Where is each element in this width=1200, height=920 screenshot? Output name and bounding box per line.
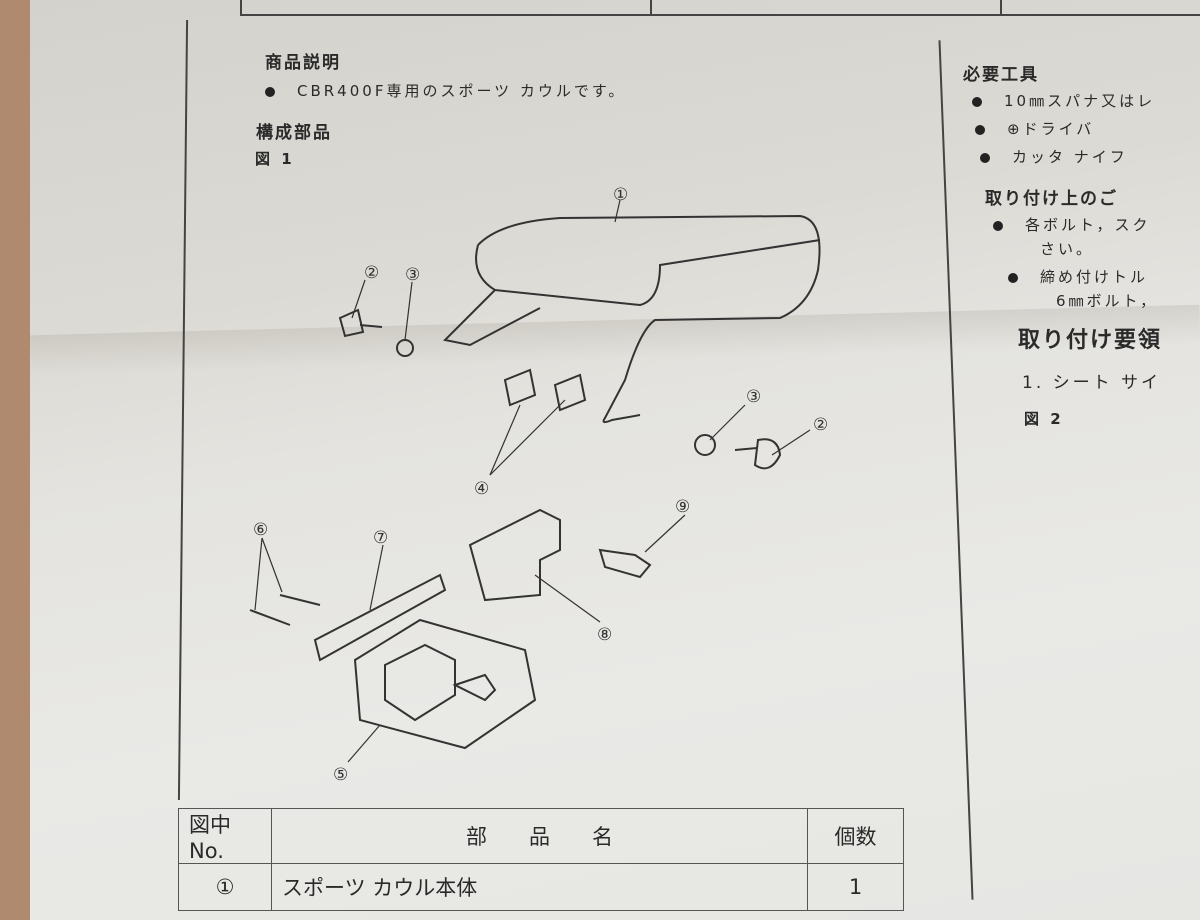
instruction-sheet xyxy=(30,0,1200,920)
table-row: ① スポーツ カウル本体 1 xyxy=(178,863,904,911)
cell-name: スポーツ カウル本体 xyxy=(271,863,808,911)
bullet-text: CBR400F専用のスポーツ カウルです。 xyxy=(297,82,627,100)
washer-3-right xyxy=(694,434,716,456)
cowl-body xyxy=(442,214,821,424)
washer-3-left xyxy=(396,339,414,357)
description-bullet: CBR400F専用のスポーツ カウルです。 xyxy=(265,80,626,101)
callout-1: ① xyxy=(613,185,628,205)
bracket-8 xyxy=(468,508,561,602)
note-text: さい。 xyxy=(1040,240,1095,258)
callout-labels: ① ② ② ③ ③ ④ ⑤ ⑥ ⑦ ⑧ ⑨ xyxy=(253,185,828,785)
tool-item: 10㎜スパナ又はレ xyxy=(972,90,1155,111)
callout-5: ⑤ xyxy=(333,765,348,785)
description-heading: 商品説明 xyxy=(265,53,341,73)
procedure-step: 1. シート サイ xyxy=(1022,373,1162,393)
note-item: 締め付けトル xyxy=(1008,266,1148,287)
figure1-label: 図 1 xyxy=(255,150,295,168)
bullet-icon xyxy=(265,86,275,97)
callout-6: ⑥ xyxy=(253,520,268,540)
parts-table: 図中No. 部 品 名 個数 ① スポーツ カウル本体 1 xyxy=(178,808,904,911)
callout-3: ③ xyxy=(405,265,420,285)
header-divider xyxy=(240,0,242,14)
table-header-row: 図中No. 部 品 名 個数 xyxy=(178,808,904,864)
plate-7 xyxy=(313,573,447,662)
header-no: 図中No. xyxy=(178,808,272,864)
header-rule xyxy=(240,14,1200,16)
header-qty: 個数 xyxy=(807,808,904,864)
note-text: 6㎜ボルト， xyxy=(1056,292,1159,310)
bolt-2-right xyxy=(734,438,782,470)
cell-qty: 1 xyxy=(807,863,904,911)
callout-8: ⑧ xyxy=(597,625,612,645)
callout-2: ② xyxy=(364,263,379,283)
bolt-2-left xyxy=(338,308,383,338)
note-item: 各ボルト，スク xyxy=(993,214,1151,235)
bolt-9 xyxy=(598,548,652,579)
tools-heading: 必要工具 xyxy=(963,65,1039,85)
exploded-parts-diagram: ① ② ② ③ ③ ④ ⑤ ⑥ ⑦ ⑧ ⑨ xyxy=(249,185,828,785)
lock-5-outline xyxy=(353,618,537,750)
lock-5 xyxy=(384,643,497,722)
callout-2: ② xyxy=(813,415,828,435)
procedure-heading: 取り付け要領 xyxy=(1018,328,1163,353)
cell-no: ① xyxy=(178,863,272,911)
parts-heading: 構成部品 xyxy=(256,123,332,143)
bracket-4 xyxy=(503,368,587,412)
header-divider xyxy=(1000,0,1002,14)
header-divider xyxy=(650,0,652,14)
notes-heading: 取り付け上のご xyxy=(985,189,1118,209)
callout-9: ⑨ xyxy=(675,497,690,517)
callout-4: ④ xyxy=(474,479,489,499)
figure2-label: 図 2 xyxy=(1024,410,1064,428)
tool-item: カッタ ナイフ xyxy=(980,146,1128,167)
callout-7: ⑦ xyxy=(373,528,388,548)
header-name: 部 品 名 xyxy=(271,808,808,864)
callout-3: ③ xyxy=(746,387,761,407)
bolt-6 xyxy=(249,594,321,626)
tool-item: ⊕ドライバ xyxy=(975,118,1094,139)
